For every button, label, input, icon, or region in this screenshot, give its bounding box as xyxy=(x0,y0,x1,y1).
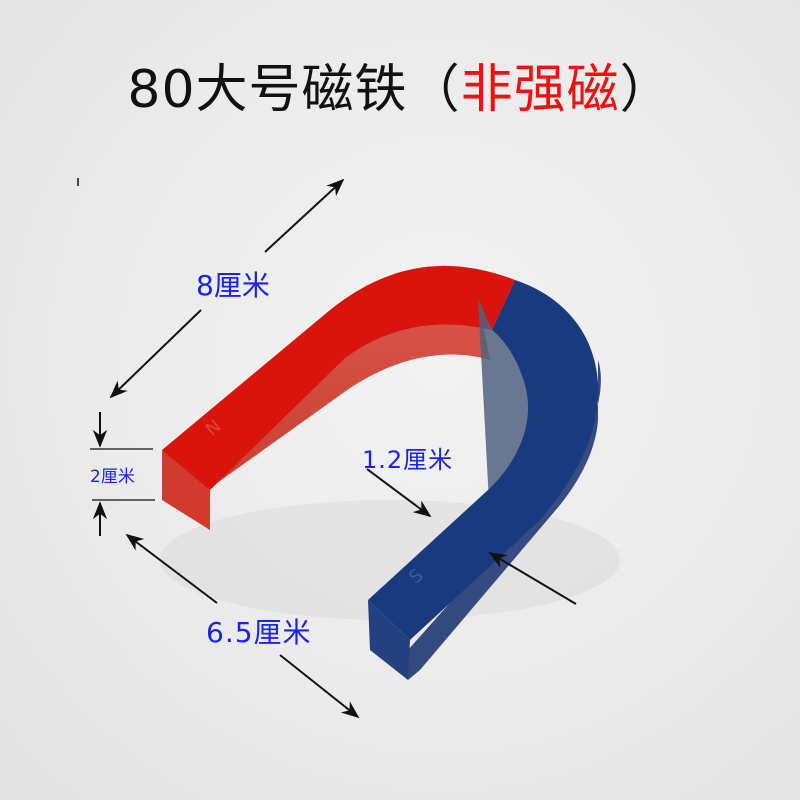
north-arm-side xyxy=(162,293,490,530)
title-paren-close: ） xyxy=(619,60,673,120)
span-label: 6.5厘米 xyxy=(206,616,312,649)
width-arrow-upper xyxy=(366,468,432,518)
span-arrow-upper xyxy=(125,533,218,604)
south-end-face xyxy=(368,600,410,680)
length-arrow-upper xyxy=(264,178,345,253)
north-arm-top xyxy=(162,265,515,490)
south-arm-side xyxy=(408,360,601,680)
span-arrow-lower xyxy=(279,654,360,719)
horseshoe-magnet: N S xyxy=(162,265,601,680)
length-label: 8厘米 xyxy=(196,269,270,302)
south-arm-inner xyxy=(478,298,548,520)
title-main: 80大号磁铁 xyxy=(127,60,408,120)
page-title: 80大号磁铁（非强磁） xyxy=(0,50,800,130)
title-accent: 非强磁 xyxy=(460,60,620,120)
length-arrow-lower xyxy=(109,309,202,399)
height-label: 2厘米 xyxy=(90,467,135,487)
north-end-face xyxy=(162,450,210,530)
width-arrow-lower xyxy=(488,552,577,605)
width-label: 1.2厘米 xyxy=(362,446,454,474)
south-arm-top xyxy=(368,280,599,640)
title-paren-open: （ xyxy=(407,60,461,120)
